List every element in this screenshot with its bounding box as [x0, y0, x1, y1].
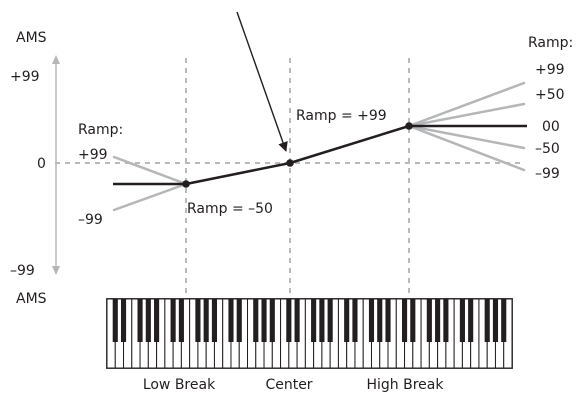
black-key: [426, 299, 432, 342]
black-key: [352, 299, 358, 342]
center-point: [286, 159, 294, 167]
low-break-label: Low Break: [143, 377, 216, 393]
black-key: [178, 299, 184, 342]
black-key: [385, 299, 391, 342]
black-key: [311, 299, 317, 342]
black-key: [468, 299, 474, 342]
piano-keyboard: [106, 298, 513, 369]
pointer-arrow: [236, 11, 288, 152]
left-ramp-title: Ramp:: [78, 122, 123, 138]
axis-top-label: AMS: [16, 30, 47, 46]
black-key: [410, 299, 416, 342]
black-key: [261, 299, 267, 342]
axis-bottom-label: AMS: [16, 291, 47, 307]
right-ramp-minus99-label: –99: [535, 166, 560, 182]
black-key: [459, 299, 465, 342]
left-ramp-minus-label: –99: [78, 212, 103, 228]
high-break-label: High Break: [367, 377, 445, 393]
ramp-fan-lines: [112, 81, 526, 212]
ams-axis: [52, 55, 60, 275]
black-key: [294, 299, 300, 342]
right-ramp-plus99-label: +99: [535, 62, 565, 78]
low-break-point: [182, 180, 190, 188]
right-ramp-minus99-line: [407, 124, 526, 172]
black-key: [319, 299, 325, 342]
black-key: [203, 299, 209, 342]
right-ramp-plus50-label: +50: [535, 87, 565, 103]
black-key: [195, 299, 201, 342]
black-key: [492, 299, 499, 342]
upper-segment-annotation: Ramp = +99: [296, 108, 387, 124]
right-ramp-title: Ramp:: [528, 35, 573, 51]
black-key: [137, 299, 143, 342]
center-label: Center: [265, 377, 312, 393]
axis-zero-label: 0: [37, 156, 46, 172]
black-key: [154, 299, 160, 342]
right-ramp-minus50-label: –50: [535, 141, 560, 157]
black-key: [170, 299, 176, 342]
black-key: [236, 299, 242, 342]
left-ramp-plus99-line: [112, 155, 188, 186]
right-ramp-00-label: 00: [542, 119, 560, 135]
right-ramp-plus50-line: [407, 102, 526, 128]
black-key: [435, 299, 441, 342]
black-key: [286, 299, 292, 342]
black-key: [145, 299, 151, 342]
axis-min-label: –99: [10, 263, 35, 279]
black-key: [253, 299, 259, 342]
black-key: [211, 299, 218, 342]
black-key: [443, 299, 449, 342]
black-key: [344, 299, 350, 342]
left-ramp-plus-label: +99: [78, 147, 108, 163]
axis-max-label: +99: [10, 69, 40, 85]
left-ramp-minus99-line: [112, 182, 188, 212]
right-ramp-plus99-line: [407, 81, 526, 128]
ams-curve-line: [113, 124, 527, 186]
black-key: [228, 299, 234, 342]
black-key: [112, 299, 118, 342]
high-break-point: [405, 122, 413, 130]
curve-points: [182, 122, 413, 188]
black-key: [368, 299, 375, 342]
right-ramp-minus50-line: [407, 124, 526, 150]
black-key: [269, 299, 275, 342]
guide-lines: [55, 58, 520, 296]
black-key: [377, 299, 383, 342]
black-key: [120, 299, 127, 342]
black-key: [401, 299, 408, 342]
black-key: [501, 299, 507, 342]
black-key: [327, 299, 333, 342]
lower-segment-annotation: Ramp = –50: [187, 201, 273, 217]
black-key: [484, 299, 490, 342]
